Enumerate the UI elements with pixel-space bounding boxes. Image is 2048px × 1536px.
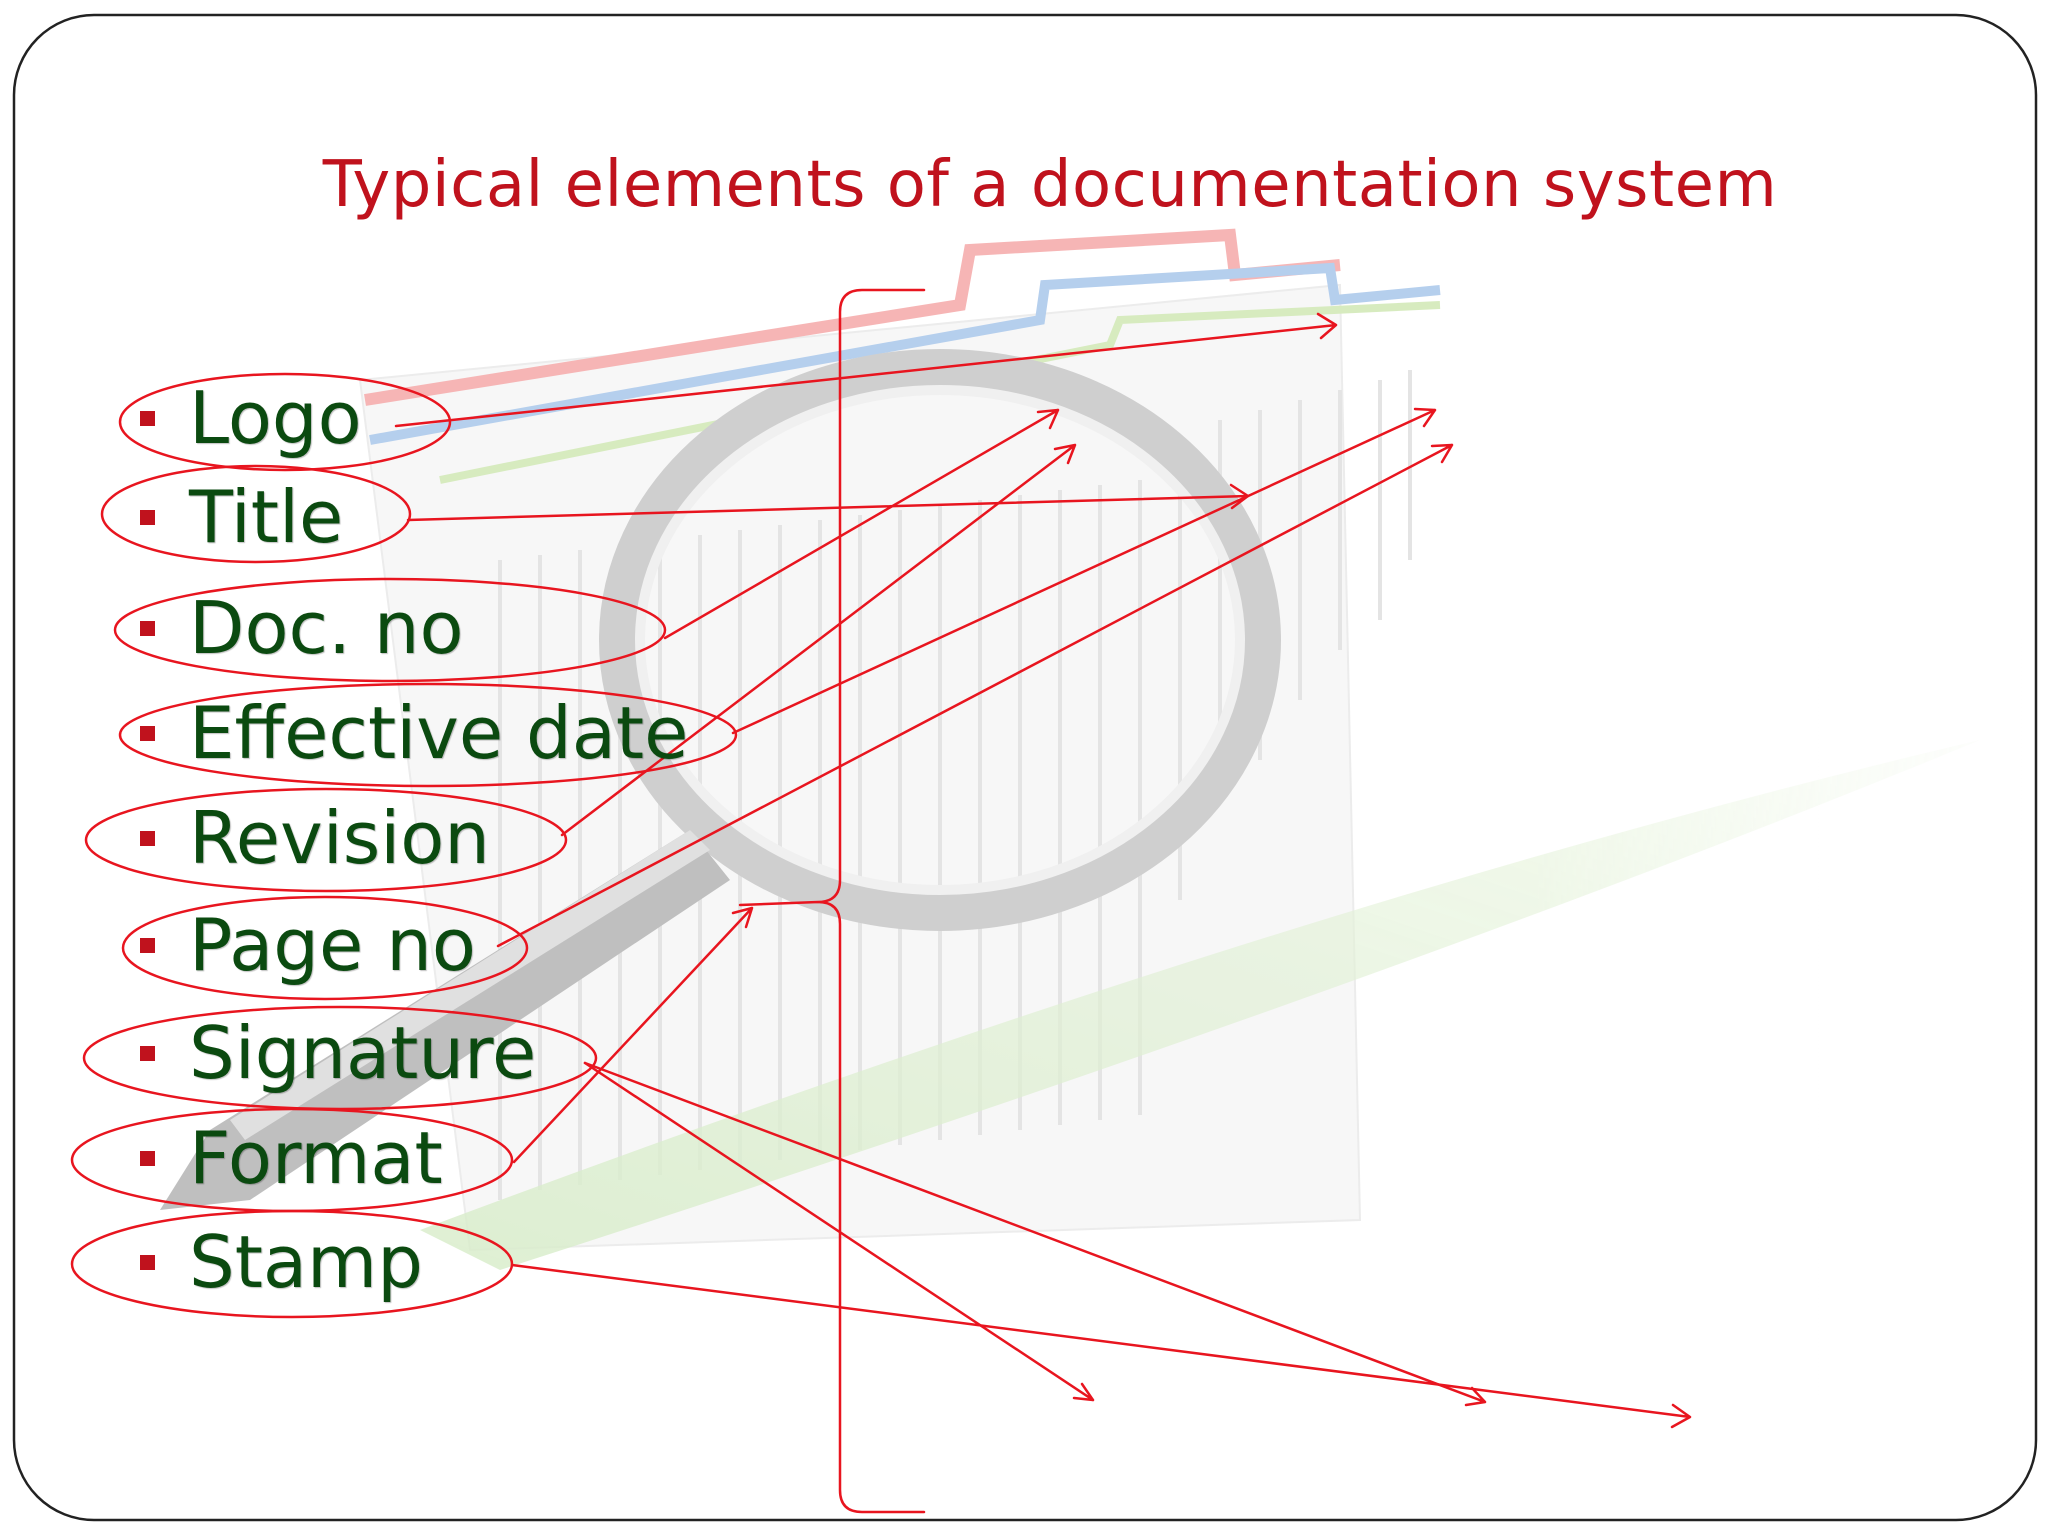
- annotation-ellipse-logo: [118, 372, 452, 472]
- list-item-signature: Signature: [140, 1003, 536, 1103]
- bullet-marker: [140, 937, 155, 953]
- list-item-label: Effective date: [189, 691, 689, 775]
- list-item-label: Signature: [189, 1011, 537, 1095]
- bullet-marker: [140, 410, 155, 426]
- list-item-label: Logo: [189, 376, 362, 460]
- arrow-logo: [394, 312, 1338, 428]
- bullet-marker: [140, 725, 155, 741]
- annotation-ellipse-title: [100, 464, 412, 564]
- list-item-effective-date: Effective date: [140, 683, 688, 783]
- list-item-logo: Logo: [140, 368, 362, 468]
- annotation-ellipse-effective-date: [118, 682, 738, 788]
- annotation-ellipse-doc-no: [113, 577, 667, 683]
- arrow-format: [512, 906, 754, 1164]
- arrow-signature-1: [583, 1061, 1095, 1402]
- arrow-page-no: [496, 443, 1454, 948]
- list-item-page-no: Page no: [140, 895, 476, 995]
- annotation-overlay: [70, 288, 1692, 1514]
- annotation-ellipse-page-no: [121, 895, 529, 1001]
- slide-frame: [12, 13, 2038, 1522]
- list-item-label: Stamp: [189, 1220, 423, 1304]
- annotation-bracket: [738, 288, 926, 1514]
- list-item-title: Title: [140, 467, 343, 567]
- bullet-marker: [140, 1150, 155, 1166]
- arrow-stamp: [510, 1263, 1692, 1429]
- bullet-marker: [140, 509, 155, 525]
- list-item-label: Doc. no: [189, 586, 464, 670]
- list-item-label: Page no: [189, 903, 476, 987]
- annotation-ellipse-revision: [84, 787, 568, 893]
- list-item-stamp: Stamp: [140, 1212, 423, 1312]
- arrow-revision: [560, 443, 1077, 837]
- bullet-marker: [140, 1045, 155, 1061]
- arrow-doc-no: [663, 408, 1060, 640]
- bullet-marker: [140, 1254, 155, 1270]
- list-item-label: Title: [189, 475, 344, 559]
- slide-title: Typical elements of a documentation syst…: [322, 148, 1778, 222]
- bullet-marker: [140, 830, 155, 846]
- list-item-doc-no: Doc. no: [140, 578, 464, 678]
- bullet-marker: [140, 620, 155, 636]
- list-item-label: Revision: [189, 796, 490, 880]
- list-item-format: Format: [140, 1108, 443, 1208]
- list-item-revision: Revision: [140, 788, 490, 888]
- arrow-effective-date: [731, 407, 1437, 735]
- list-item-label: Format: [189, 1116, 443, 1200]
